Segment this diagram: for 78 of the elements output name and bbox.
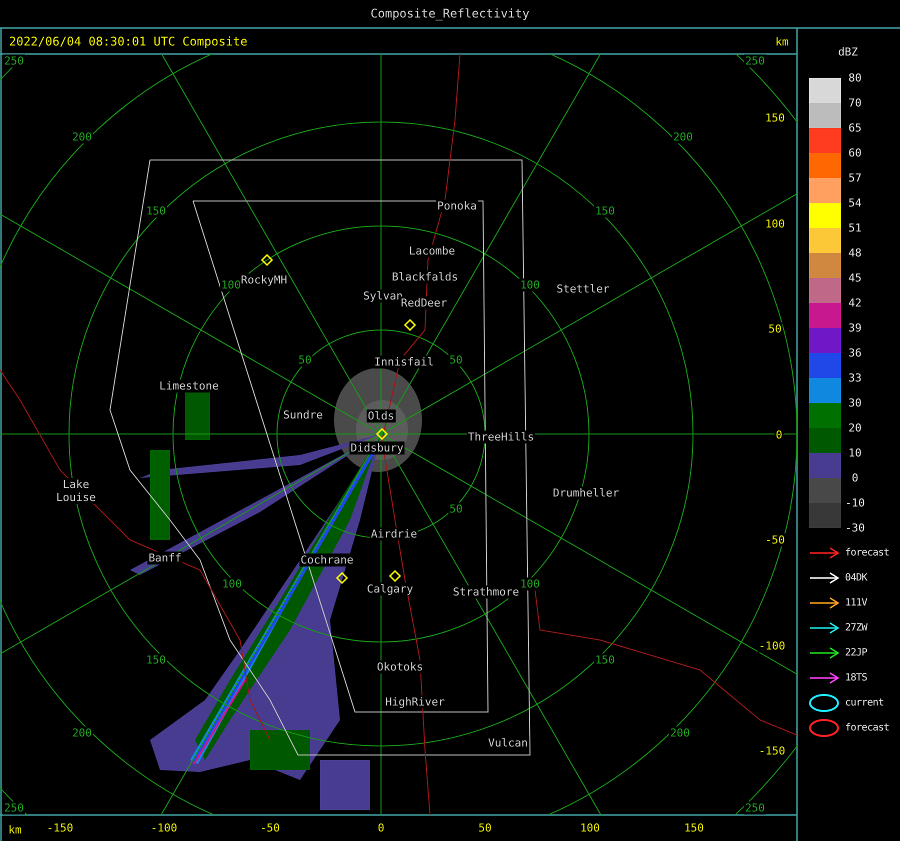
place-name: Vulcan — [487, 736, 529, 750]
axis-tick-label: 0 — [774, 428, 784, 442]
scale-value: -30 — [844, 522, 866, 534]
place-name: Stettler — [556, 282, 610, 296]
axis-tick-label: 100 — [579, 822, 601, 834]
axis-tick-label: 150 — [683, 822, 705, 834]
place-name: Blackfalds — [390, 270, 460, 284]
place-name: ThreeHills — [466, 430, 536, 444]
scale-value: 45 — [847, 272, 863, 284]
scale-value: 33 — [847, 372, 863, 384]
range-label: 100 — [220, 278, 242, 292]
place-name: Cochrane — [300, 554, 354, 566]
range-label: 200 — [669, 726, 691, 740]
axis-tick-label: -100 — [150, 822, 178, 834]
range-label: 250 — [744, 802, 766, 814]
unit-label: dBZ — [837, 46, 859, 58]
unit-label: km — [774, 36, 790, 48]
range-label: 50 — [297, 354, 313, 366]
range-label: 150 — [145, 654, 167, 666]
axis-tick-label: 50 — [767, 322, 783, 336]
range-label: 50 — [448, 354, 464, 366]
scale-value: 65 — [847, 122, 863, 134]
place-name: Banff — [147, 552, 183, 564]
axis-tick-label: -100 — [758, 640, 786, 652]
scale-value: 36 — [847, 346, 863, 360]
axis-tick-label: 0 — [376, 822, 386, 834]
axis-tick-label: 100 — [764, 218, 786, 230]
range-label: 250 — [744, 54, 766, 68]
chart-title: Composite_Reflectivity — [370, 8, 530, 20]
place-name: Sundre — [282, 408, 324, 422]
range-label: 100 — [519, 578, 541, 590]
scale-value: 30 — [847, 396, 863, 410]
axis-tick-label: -50 — [764, 534, 786, 546]
scale-value: 60 — [847, 146, 863, 160]
scale-value: 70 — [847, 96, 863, 110]
scale-value: -10 — [844, 496, 866, 510]
place-name: Ponoka — [436, 200, 478, 212]
place-name: Calgary — [366, 582, 414, 596]
place-name: Airdrie — [370, 528, 418, 540]
range-label: 250 — [3, 802, 25, 814]
range-label: 150 — [594, 654, 616, 666]
range-label: 250 — [3, 54, 25, 68]
range-label: 200 — [71, 130, 93, 144]
scale-value: 10 — [847, 446, 863, 460]
axis-tick-label: 50 — [477, 822, 493, 834]
scale-value: 57 — [847, 172, 863, 184]
axis-tick-label: -150 — [758, 744, 786, 758]
scale-value: 20 — [847, 422, 863, 434]
place-name: RedDeer — [400, 296, 448, 310]
scale-value: 39 — [847, 322, 863, 334]
place-name: Limestone — [158, 380, 220, 392]
place-name: Innisfail — [373, 356, 435, 368]
range-label: 200 — [71, 726, 93, 740]
timestamp: 2022/06/04 08:30:01 UTC Composite — [8, 36, 248, 48]
scale-value: 51 — [847, 222, 863, 234]
place-name: RockyMH — [240, 274, 288, 286]
place-name: Okotoks — [376, 660, 424, 674]
place-name: Lacombe — [408, 244, 456, 258]
axis-tick-label: 150 — [764, 112, 786, 124]
range-label: 50 — [448, 502, 464, 516]
place-name: Drumheller — [552, 486, 620, 500]
scale-value: 0 — [850, 472, 860, 484]
place-name: Strathmore — [452, 586, 520, 598]
place-name: Olds — [366, 410, 396, 422]
scale-value: 54 — [847, 196, 863, 210]
range-label: 200 — [672, 130, 694, 144]
place-name: HighRiver — [384, 696, 446, 708]
range-label: 100 — [221, 578, 243, 590]
scale-value: 42 — [847, 296, 863, 310]
axis-tick-label: -150 — [46, 822, 74, 834]
scale-value: 48 — [847, 246, 863, 260]
range-label: 100 — [519, 278, 541, 292]
place-name: Didsbury — [350, 442, 404, 454]
unit-label: km — [7, 824, 23, 836]
axis-tick-label: -50 — [259, 822, 281, 834]
range-label: 150 — [594, 204, 616, 218]
range-label: 150 — [145, 204, 167, 218]
scale-value: 80 — [847, 72, 863, 84]
